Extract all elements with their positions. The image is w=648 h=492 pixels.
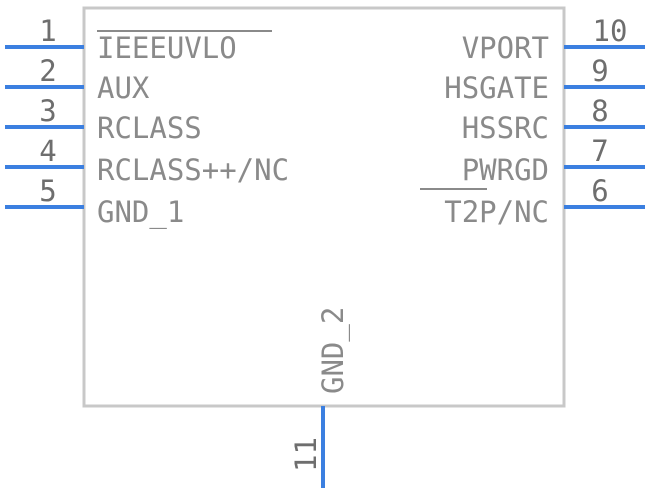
pin-8-number: 8 <box>591 94 608 128</box>
pin-10-number: 10 <box>593 14 628 48</box>
pin-1-number: 1 <box>39 14 56 48</box>
pin-11-number: 11 <box>289 437 323 472</box>
pin-5-name: GND_1 <box>97 195 184 230</box>
pin-7-number: 7 <box>591 134 608 168</box>
pin-1-name: IEEEUVLO <box>97 31 237 65</box>
pin-6-number: 6 <box>591 174 608 208</box>
pin-4-name: RCLASS++/NC <box>97 153 289 187</box>
pin-5-number: 5 <box>39 174 56 208</box>
left-pin-group: 1 2 3 4 5 IEEEUVLO AUX RCLASS RCLASS++/N… <box>5 14 289 230</box>
bottom-pin-group: GND_2 11 <box>289 307 351 488</box>
pin-2-name: AUX <box>97 71 150 105</box>
pin-2-number: 2 <box>39 54 56 88</box>
pin-6-name: T2P/NC <box>444 195 549 229</box>
pin-10-name: VPORT <box>462 31 549 65</box>
pin-3-name: RCLASS <box>97 111 202 145</box>
component-body <box>82 6 566 408</box>
pin-7-name: PWRGD <box>462 153 549 187</box>
pin-8-name: HSSRC <box>462 111 549 145</box>
pin-9-number: 9 <box>591 54 608 88</box>
pin-3-number: 3 <box>39 94 56 128</box>
pin-11-name: GND_2 <box>316 307 351 394</box>
pin-4-number: 4 <box>39 134 56 168</box>
right-pin-group: 10 9 8 7 6 VPORT HSGATE HSSRC PWRGD T2P/… <box>420 14 645 229</box>
pin-9-name: HSGATE <box>444 71 549 105</box>
